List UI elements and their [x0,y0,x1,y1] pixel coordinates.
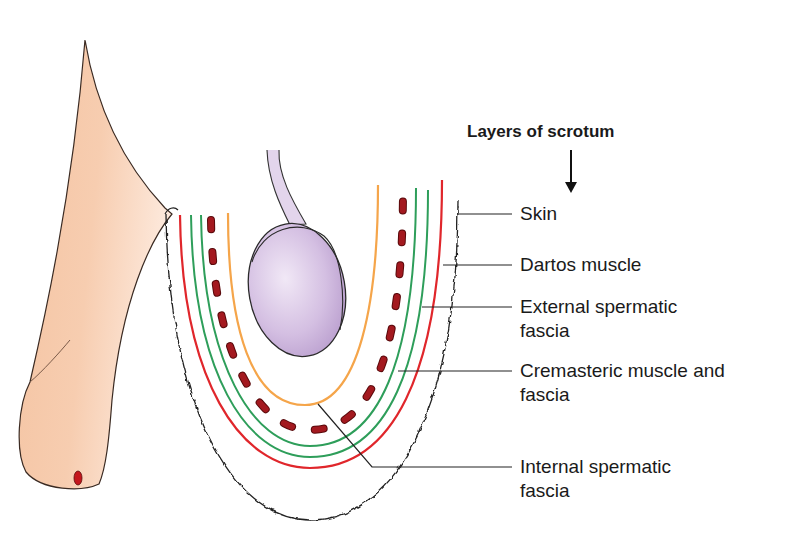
layer-label: Cremasteric muscle and fascia [520,359,725,407]
heading-arrowhead [565,182,577,193]
layer-label: Internal spermatic fascia [520,455,725,503]
epididymis-line [252,227,343,330]
penis [19,40,172,489]
skin-fold [165,208,178,214]
leader-line [422,306,512,307]
cremasteric-muscle-fill [211,188,403,430]
dartos-layer [180,180,442,468]
urethral-meatus [74,471,82,485]
leader-line [457,213,512,214]
glans-line [30,340,70,382]
heading-arrow [570,150,572,184]
leader-line [318,404,512,467]
leader-line [443,264,512,265]
spermatic-cord [267,150,306,225]
diagram-title: Layers of scrotum [467,121,614,142]
layer-label: Dartos muscle [520,253,725,277]
layer-label: Skin [520,202,725,226]
layer-label: External spermatic fascia [520,295,725,343]
leader-line [398,370,512,371]
cremasteric-fascia-layer [201,188,416,446]
cremasteric-muscle [211,188,403,430]
testis [238,216,356,365]
